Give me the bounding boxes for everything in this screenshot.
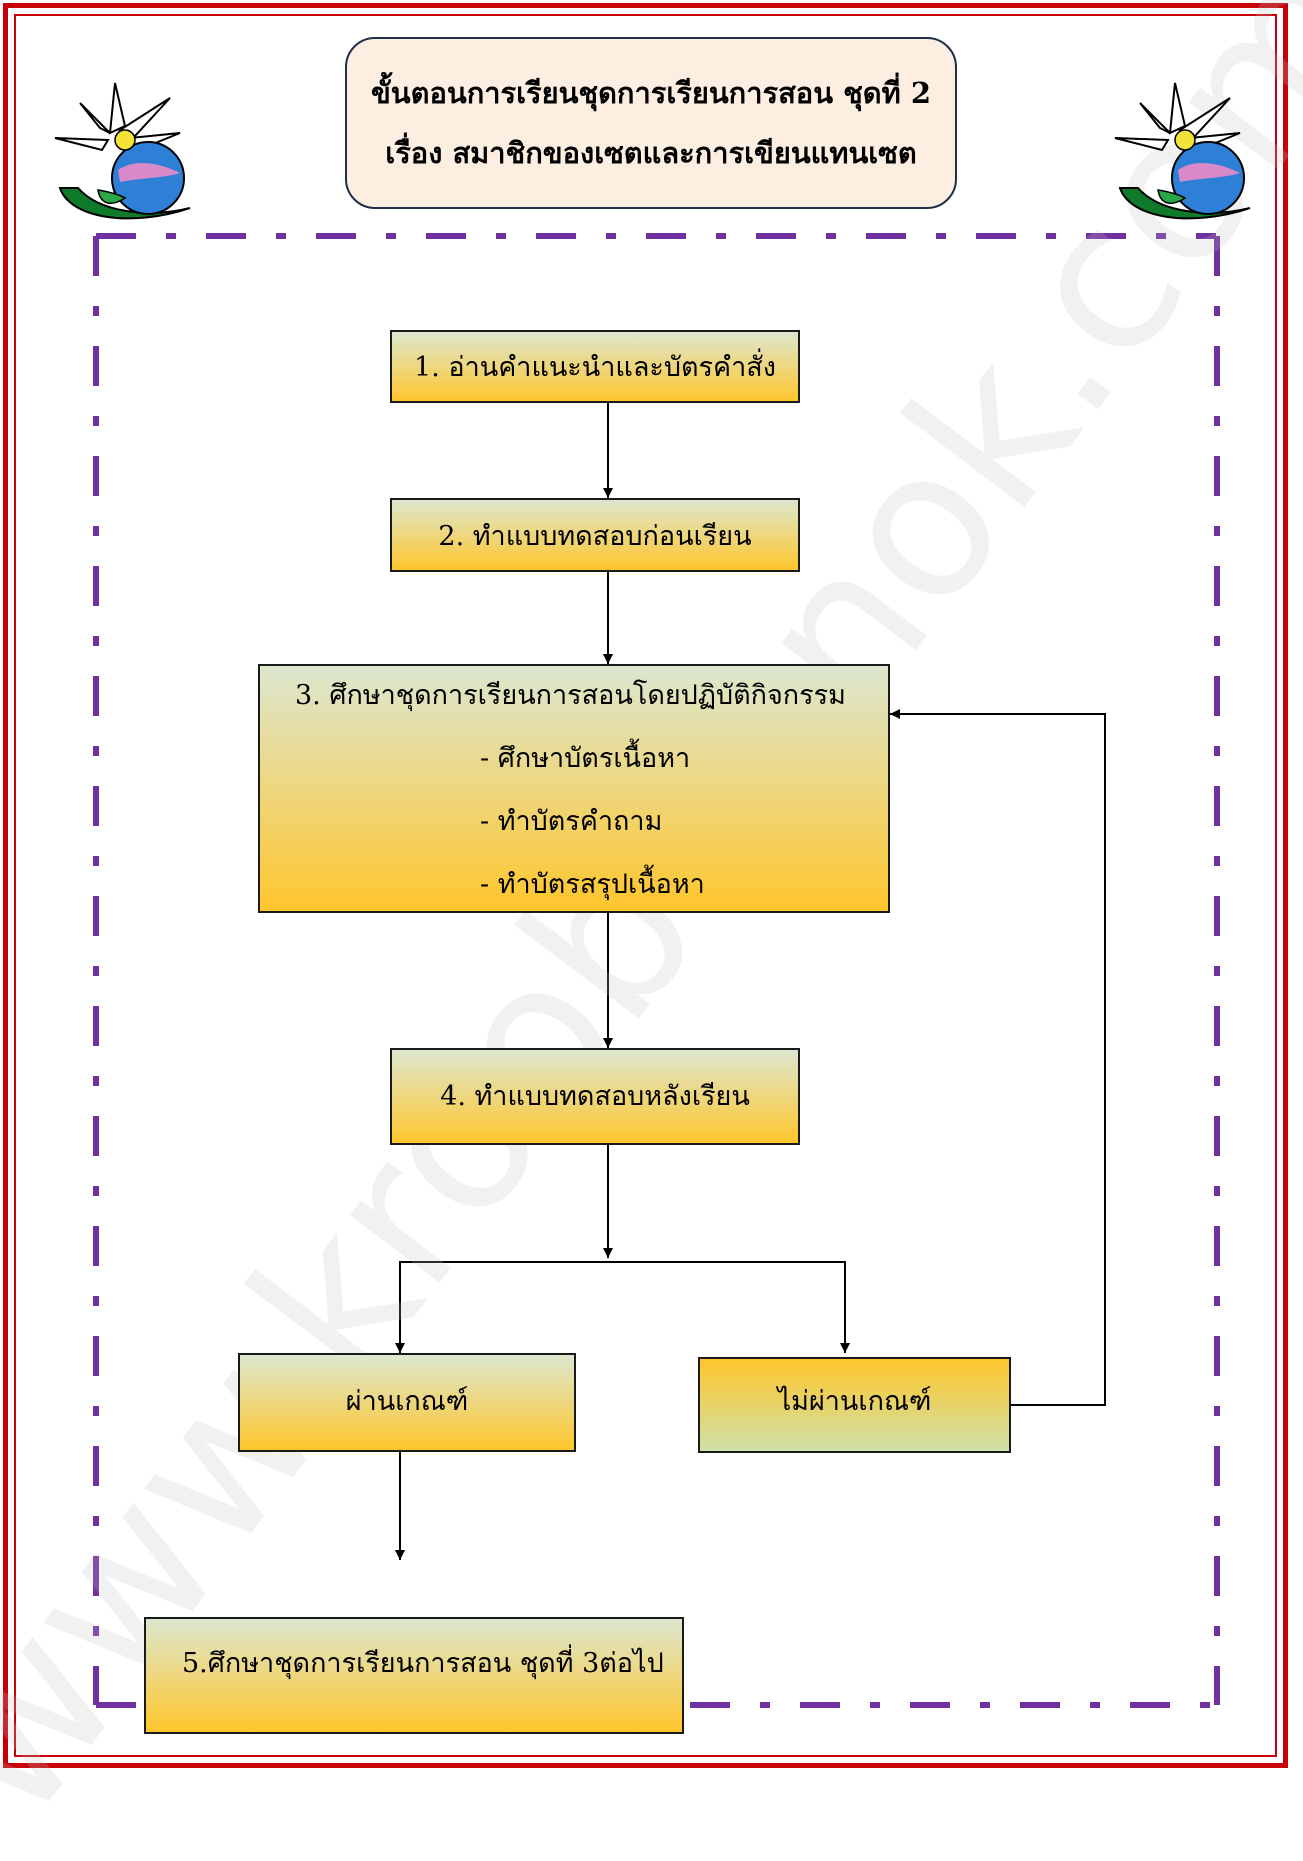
- inner-page-border: [14, 14, 1277, 1757]
- fail-box: ไม่ผ่านเกณฑ์: [698, 1357, 1011, 1453]
- pass-label: ผ่านเกณฑ์: [345, 1386, 469, 1417]
- purple-dash-frame: [93, 233, 1220, 1708]
- pass-box: ผ่านเกณฑ์: [238, 1353, 576, 1452]
- step-1-box: 1. อ่านคำแนะนำและบัตรคำสั่ง: [390, 330, 800, 403]
- step-4-label: 4. ทำแบบทดสอบหลังเรียน: [440, 1081, 750, 1112]
- title-line-2: เรื่อง สมาชิกของเซตและการเขียนแทนเซต: [385, 136, 917, 170]
- step-3-label: 3. ศึกษาชุดการเรียนการสอนโดยปฏิบัติกิจกร…: [295, 679, 846, 711]
- diagram-lines: [93, 233, 1220, 1708]
- step-4-box: 4. ทำแบบทดสอบหลังเรียน: [390, 1048, 800, 1145]
- outer-page-border: [3, 3, 1288, 1768]
- fail-label: ไม่ผ่านเกณฑ์: [777, 1386, 932, 1417]
- step-3-sub-item: - ศึกษาบัตรเนื้อหา: [480, 742, 691, 774]
- flower-globe-icon-left: [54, 82, 191, 220]
- step-2-label: 2. ทำแบบทดสอบก่อนเรียน: [438, 520, 752, 552]
- step-2-box: 2. ทำแบบทดสอบก่อนเรียน: [390, 498, 800, 572]
- step-3-sub-item: - ทำบัตรคำถาม: [480, 805, 663, 837]
- step-1-label: 1. อ่านคำแนะนำและบัตรคำสั่ง: [414, 352, 776, 383]
- step-5-label: 5.ศึกษาชุดการเรียนการสอน ชุดที่ 3ต่อไป: [182, 1648, 664, 1679]
- title-line-1: ขั้นตอนการเรียนชุดการเรียนการสอน ชุดที่ …: [370, 76, 932, 110]
- flow-connectors: [395, 403, 1106, 1560]
- step-5-box: 5.ศึกษาชุดการเรียนการสอน ชุดที่ 3ต่อไป: [144, 1617, 684, 1734]
- step-3-sub-item: - ทำบัตรสรุปเนื้อหา: [480, 868, 705, 900]
- title-box: ขั้นตอนการเรียนชุดการเรียนการสอน ชุดที่ …: [345, 37, 957, 209]
- step-3-box: 3. ศึกษาชุดการเรียนการสอนโดยปฏิบัติกิจกร…: [258, 664, 890, 913]
- flower-globe-icon-right: [1114, 82, 1251, 220]
